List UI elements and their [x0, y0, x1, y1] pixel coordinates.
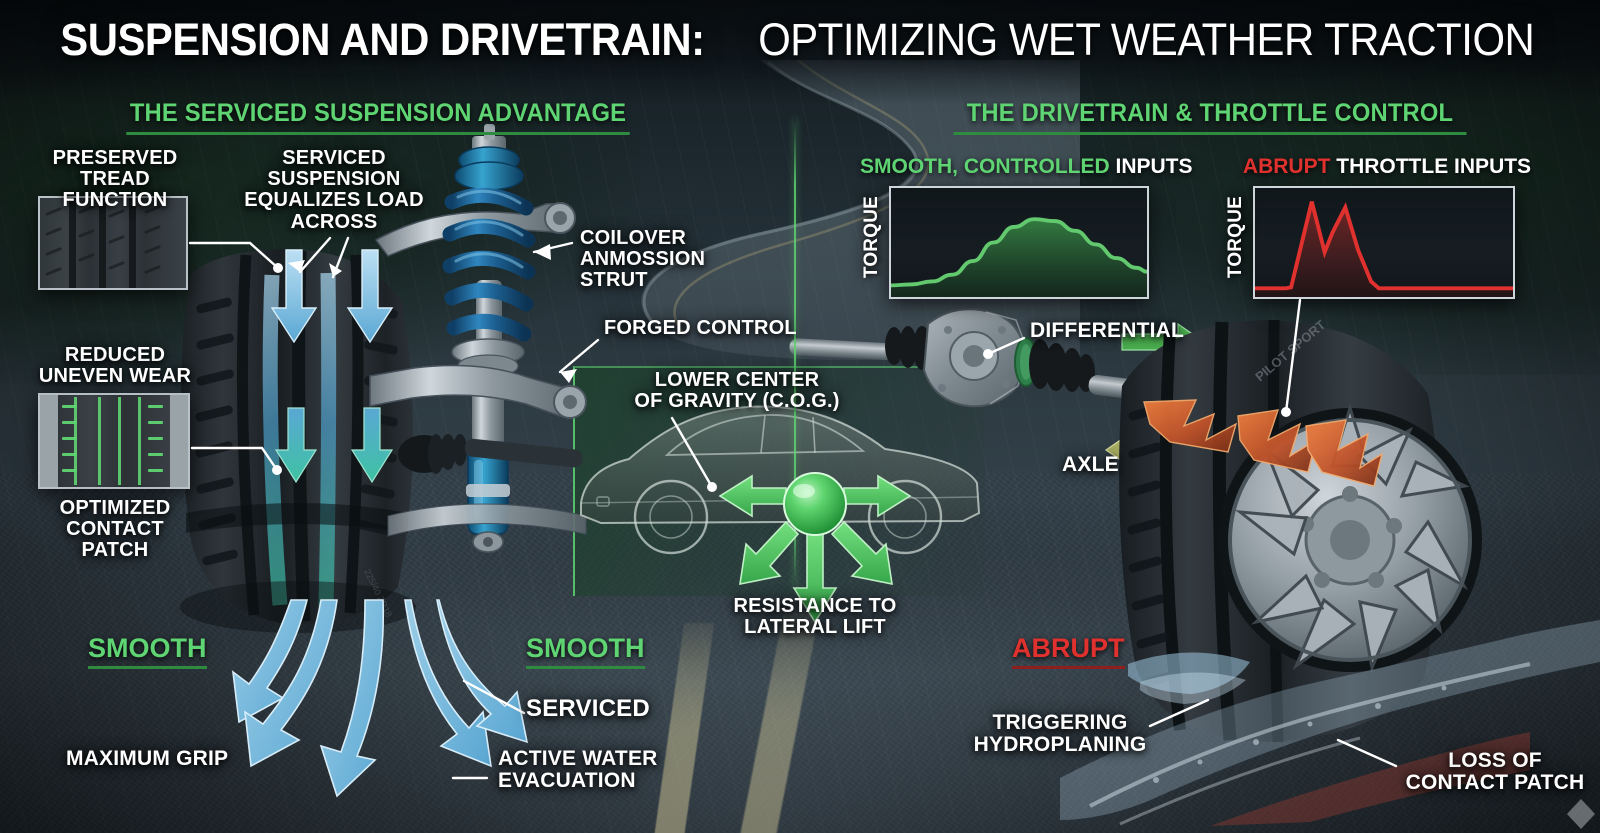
section-header-suspension: THE SERVICED SUSPENSION ADVANTAGE	[126, 98, 630, 135]
label-forged-control: FORGED CONTROL	[604, 317, 797, 339]
down-arrow-icon	[350, 407, 394, 484]
label-triggering-hydroplaning: TRIGGERING HYDROPLANING	[973, 711, 1147, 757]
label-differential: DIFFERENTIAL	[1030, 319, 1185, 342]
badge-smooth-right: SMOOTH	[526, 633, 645, 669]
section-header-drivetrain: THE DRIVETRAIN & THROTTLE CONTROL	[953, 98, 1467, 135]
badge-smooth-left: SMOOTH	[88, 633, 207, 669]
label-equalizes-load: SERVICED SUSPENSION EQUALIZES LOAD ACROS…	[244, 147, 424, 233]
label-optimized-contact-patch: OPTIMIZED CONTACT PATCH	[59, 497, 171, 562]
label-reduced-uneven-wear: REDUCED UNEVEN WEAR	[38, 344, 192, 388]
label-serviced: SERVICED	[526, 695, 650, 722]
down-arrow-icon	[346, 249, 394, 344]
down-arrow-icon	[274, 407, 318, 484]
smooth-torque-chart	[889, 186, 1149, 299]
water-evacuation-arrows-lower	[225, 599, 555, 830]
chart-title-abrupt-white: THROTTLE INPUTS	[1330, 155, 1532, 178]
abrupt-torque-chart	[1253, 186, 1515, 299]
water-evacuation-arrows-upper	[252, 249, 442, 510]
label-coilover-strut: COILOVER ANMOSSION STRUT	[580, 227, 706, 292]
page-title-strong: SUSPENSION AND DRIVETRAIN:	[60, 14, 706, 65]
badge-abrupt: ABRUPT	[1012, 633, 1125, 669]
label-lower-center-of-gravity: LOWER CENTER OF GRAVITY (C.O.G.)	[634, 369, 840, 413]
page-title-light: OPTIMIZING WET WEATHER TRACTION	[758, 14, 1535, 65]
corner-watermark-icon	[1567, 799, 1595, 829]
chart-axis-label-torque-right: TORQUE	[1225, 196, 1246, 279]
reduced-uneven-wear-panel	[38, 393, 190, 489]
label-axle: AXLE	[1062, 453, 1119, 476]
label-preserved-tread: PRESERVED TREAD FUNCTION	[52, 147, 178, 212]
label-active-water-evacuation: ACTIVE WATER EVACUATION	[498, 747, 658, 793]
chart-title-smooth: SMOOTH, CONTROLLED INPUTS	[860, 155, 1193, 179]
label-maximum-grip: MAXIMUM GRIP	[66, 747, 229, 770]
label-loss-of-contact-patch: LOSS OF CONTACT PATCH	[1405, 749, 1585, 795]
center-of-gravity-sphere-icon	[783, 472, 847, 536]
page-title: SUSPENSION AND DRIVETRAIN: OPTIMIZING WE…	[0, 14, 1600, 66]
chart-title-smooth-green: SMOOTH, CONTROLLED	[860, 155, 1110, 178]
chart-title-smooth-white: INPUTS	[1109, 155, 1193, 178]
chart-title-abrupt-red: ABRUPT	[1242, 155, 1331, 178]
chart-axis-label-torque-left: TORQUE	[861, 196, 882, 279]
down-arrow-icon	[270, 249, 318, 344]
chart-title-abrupt: ABRUPT THROTTLE INPUTS	[1222, 155, 1552, 179]
label-resistance-to-lateral-lift: RESISTANCE TO LATERAL LIFT	[733, 595, 897, 639]
